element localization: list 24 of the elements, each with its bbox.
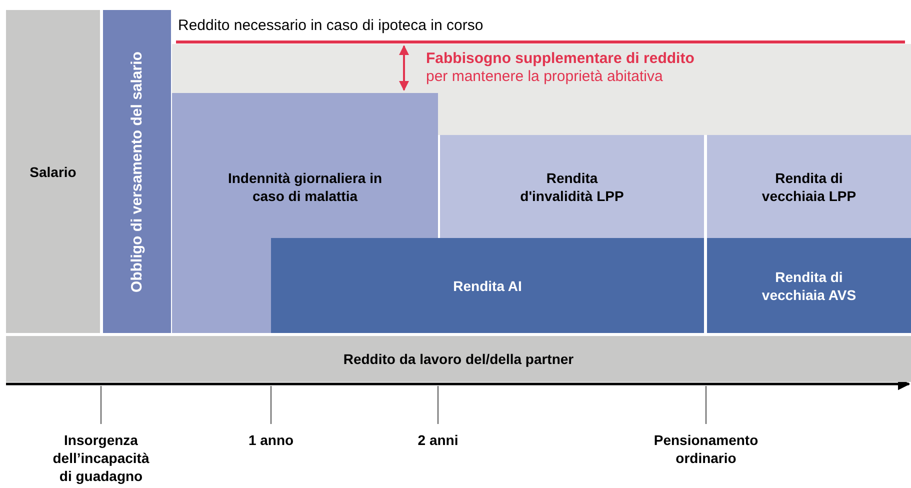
line-label: Reddito necessario in caso di ipoteca in corso xyxy=(178,17,484,35)
axis-label: Insorgenza dell’incapacità di guadagno xyxy=(52,431,150,485)
band-label: Rendita d'invalidità LPP xyxy=(519,169,625,205)
old-age-pension-band xyxy=(707,135,911,238)
band-sublabel: per mantenere la proprietà abitativa xyxy=(426,68,663,86)
band-label: Fabbisogno supplementare di reddito xyxy=(426,50,694,68)
partner-income-band xyxy=(6,336,911,382)
disability-pension-band xyxy=(440,135,704,238)
band-label: Rendita AI xyxy=(453,276,522,294)
sickness-allowance-band xyxy=(172,93,438,238)
old-age-insurance-band xyxy=(707,238,911,333)
band-label: Salario xyxy=(30,162,76,180)
axis-label: 2 anni xyxy=(416,431,460,449)
band-label: Rendita di vecchiaia AVS xyxy=(760,268,858,304)
income-gap-band xyxy=(172,44,911,93)
band-label: Obbligo di versamento del salario xyxy=(128,51,146,292)
salary-obligation-band xyxy=(103,10,171,333)
disability-insurance-band xyxy=(271,238,704,333)
band-label: Reddito da lavoro del/della partner xyxy=(343,350,574,368)
axis-label: 1 anno xyxy=(247,431,295,449)
band-label: Indennità giornaliera in caso di malattia xyxy=(226,169,384,205)
salary-band xyxy=(6,10,100,333)
axis-label: Pensionamento ordinario xyxy=(652,431,760,467)
band-label: Rendita di vecchiaia LPP xyxy=(760,169,858,205)
